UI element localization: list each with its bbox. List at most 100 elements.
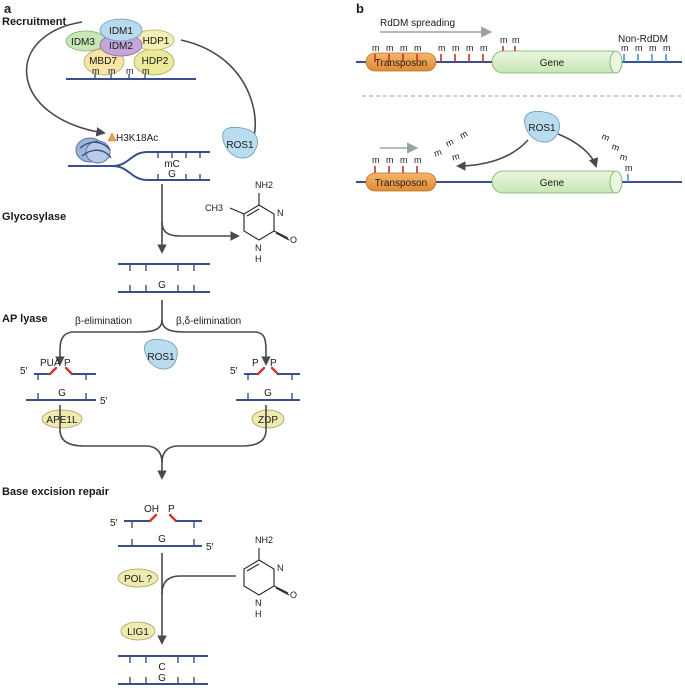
- mbd7-label: MBD7: [89, 56, 117, 67]
- gene-end-cap: [609, 170, 623, 194]
- ros1-label: ROS1: [528, 123, 556, 134]
- hydroxyl-label: OH: [144, 504, 159, 515]
- methyl-mark: m: [92, 66, 100, 76]
- methyl-mark: m: [386, 155, 394, 165]
- methyl-mark: m: [108, 66, 116, 76]
- methyl-marks-top: m m m m m m m m m m m m m m: [372, 35, 671, 62]
- beta-delta-elimination-arrow: [161, 319, 271, 366]
- methyl-mark: m: [400, 43, 408, 53]
- release-base-arrow: [161, 221, 240, 241]
- acetyl-triangle-icon: [107, 132, 117, 142]
- phosphate-end: [270, 366, 280, 376]
- hydroxyl-end: [148, 513, 158, 523]
- ber-heading: Base excision repair: [2, 486, 110, 498]
- ape1l-enzyme: [41, 409, 83, 429]
- five-prime-label: 5′: [110, 518, 118, 529]
- pol-enzyme: [117, 568, 159, 588]
- recruitment-complex: IDM1 IDM3 IDM2 HDP1 MBD7 HDP2 m m m m: [65, 18, 175, 76]
- hydrogen-label: H: [255, 609, 262, 619]
- ros1-enzyme: [222, 126, 258, 159]
- released-methyl-mark: m: [444, 137, 455, 149]
- nh-label: N: [255, 243, 262, 253]
- methyl-mark: m: [452, 43, 460, 53]
- five-prime-label: 5′: [230, 366, 238, 377]
- gene-end-cap: [609, 50, 623, 74]
- methyl-mark: m: [649, 43, 657, 53]
- guanine-label: G: [158, 280, 166, 291]
- glycosylase-heading: Glycosylase: [2, 211, 66, 223]
- guanine-label: G: [158, 673, 166, 684]
- 5-methylcytosine-structure: NH2 CH3 N N H O: [205, 180, 297, 264]
- pua-end: [48, 366, 58, 376]
- recruitment-heading: Recruitment: [2, 16, 67, 28]
- ros1-label: ROS1: [147, 352, 175, 363]
- five-prime-label: 5′: [20, 366, 28, 377]
- idm1-protein: [99, 18, 143, 42]
- released-methyl-mark: m: [451, 151, 461, 163]
- methyl-mark: m: [126, 66, 134, 76]
- beta-delta-elimination-label: β,δ-elimination: [176, 316, 241, 327]
- ros1-enzyme: [524, 111, 560, 143]
- ros1-right-arrow: [557, 133, 599, 168]
- methyl-mark: m: [625, 163, 633, 173]
- recruit-arrow-left: [25, 21, 106, 137]
- idm1-label: IDM1: [109, 26, 133, 37]
- methyl-mark: m: [142, 66, 150, 76]
- ape1l-merge-arrow: [59, 405, 167, 480]
- methyl-mark: m: [466, 43, 474, 53]
- idm3-label: IDM3: [71, 37, 95, 48]
- methyl-mark: m: [386, 43, 394, 53]
- non-rddm-label: Non-RdDM: [618, 34, 668, 45]
- phosphate-label: P: [252, 358, 259, 369]
- transposon-element: [365, 172, 437, 192]
- cytosine-label: C: [158, 662, 165, 673]
- hdp2-label: HDP2: [142, 56, 169, 67]
- phosphate-end: [256, 366, 266, 376]
- phosphate-label: P: [64, 358, 71, 369]
- oxygen-label: O: [290, 235, 297, 245]
- methyl-mark: m: [663, 43, 671, 53]
- panel-b-label: b: [356, 1, 364, 16]
- nitrogen-label: N: [277, 563, 284, 573]
- phosphate-label: P: [168, 504, 175, 515]
- cytosine-structure: NH2 N N H O: [243, 535, 297, 619]
- amine-label: NH2: [255, 535, 273, 545]
- rddm-spreading-label: RdDM spreading: [380, 18, 455, 29]
- ros1-left-arrow: [456, 139, 529, 171]
- hdp1-label: HDP1: [143, 36, 170, 47]
- methyl-group-label: CH3: [205, 203, 223, 213]
- methyl-mark: m: [635, 43, 643, 53]
- methyl-mark: m: [438, 43, 446, 53]
- nitrogen-label: N: [277, 208, 284, 218]
- oxygen-label: O: [290, 590, 297, 600]
- cytosine-incorporation-arrow: [161, 575, 236, 595]
- guanine-label: G: [168, 169, 176, 180]
- gene-label: Gene: [540, 178, 565, 189]
- pol-label: POL ?: [124, 574, 152, 585]
- beta-elimination-label: β-elimination: [75, 316, 132, 327]
- methyl-mark: m: [512, 35, 520, 45]
- methyl-mark: m: [372, 43, 380, 53]
- beta-elimination-arrow: [55, 319, 163, 366]
- idm2-label: IDM2: [109, 41, 133, 52]
- methyl-mark: m: [414, 43, 422, 53]
- phosphate-end: [64, 366, 74, 376]
- zdp-enzyme: [251, 409, 285, 429]
- nh-label: N: [255, 598, 262, 608]
- lig1-enzyme: [120, 621, 156, 641]
- methyl-mark: m: [414, 155, 422, 165]
- guanine-label: G: [58, 388, 66, 399]
- transposon-label: Transposon: [375, 58, 427, 69]
- hydrogen-label: H: [255, 254, 262, 264]
- amine-label: NH2: [255, 180, 273, 190]
- released-methyl-mark: m: [610, 141, 620, 153]
- dna-bottom-strand: [111, 165, 210, 181]
- h3k18ac-label: H3K18Ac: [116, 133, 158, 144]
- guanine-label: G: [264, 388, 272, 399]
- methyl-mark: m: [372, 155, 380, 165]
- pua-label: PUA: [40, 358, 61, 369]
- ap-lyase-heading: AP lyase: [2, 313, 48, 325]
- phosphate-end: [168, 513, 178, 523]
- zdp-label: ZDP: [258, 415, 278, 426]
- released-methyl-mark: m: [600, 131, 610, 143]
